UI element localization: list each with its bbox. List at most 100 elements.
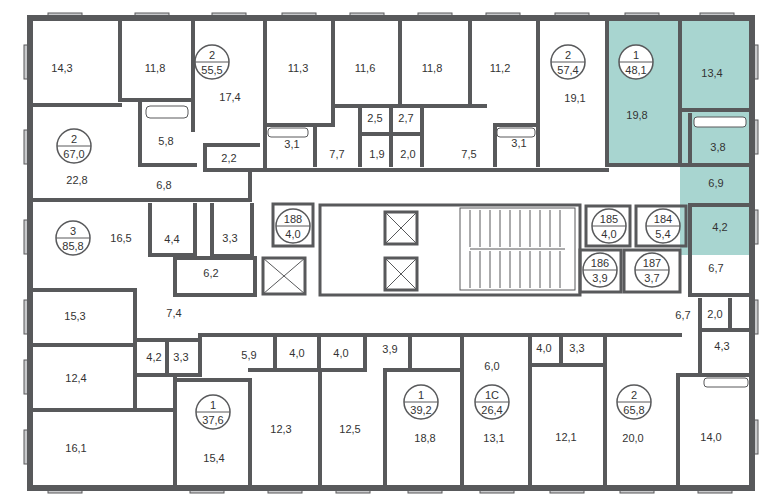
apartment-area: 48,1 bbox=[625, 64, 646, 76]
badge-divider bbox=[583, 270, 617, 271]
apartment-rooms: 188 bbox=[284, 213, 302, 225]
room-area: 4,0 bbox=[333, 347, 348, 359]
room-area: 16,1 bbox=[65, 442, 86, 454]
room-area: 2,7 bbox=[398, 112, 413, 124]
badge-divider bbox=[196, 412, 230, 413]
room-area: 22,8 bbox=[66, 174, 87, 186]
room-area: 6,0 bbox=[484, 360, 499, 372]
walls bbox=[30, 18, 752, 488]
badge-outline bbox=[196, 395, 230, 429]
apartment-badge: 148,1 bbox=[618, 44, 654, 80]
room-area: 14,0 bbox=[700, 431, 721, 443]
apartment-rooms: 2 bbox=[71, 133, 77, 145]
apartment-area: 4,0 bbox=[601, 228, 616, 240]
apartment-rooms: 2 bbox=[565, 49, 571, 61]
apartment-rooms: 2 bbox=[631, 389, 637, 401]
fixtures bbox=[146, 106, 748, 387]
badge-outline bbox=[551, 45, 585, 79]
apartment-rooms: 187 bbox=[643, 257, 661, 269]
apartment-rooms: 3 bbox=[70, 225, 76, 237]
floor-ground bbox=[30, 18, 752, 488]
room-area: 6,8 bbox=[156, 179, 171, 191]
apartment-badge: 139,2 bbox=[403, 384, 439, 420]
room-area: 11,3 bbox=[288, 62, 309, 74]
windows bbox=[24, 13, 758, 493]
apartment-area: 4,0 bbox=[285, 228, 300, 240]
outer-wall bbox=[30, 18, 752, 488]
badge-outline bbox=[404, 385, 438, 419]
apartment-badge: 255,5 bbox=[194, 44, 230, 80]
room-area: 11,8 bbox=[422, 62, 443, 74]
badge-divider bbox=[646, 226, 680, 227]
room-area: 6,9 bbox=[708, 177, 723, 189]
apartment-badge: 1845,4 bbox=[645, 208, 681, 244]
badge-divider bbox=[276, 226, 310, 227]
room-area: 4,4 bbox=[164, 233, 179, 245]
room-area: 5,8 bbox=[158, 135, 173, 147]
apartment-area: 67,0 bbox=[63, 148, 84, 160]
badge-divider bbox=[617, 402, 651, 403]
room-area: 1,9 bbox=[369, 148, 384, 160]
badge-divider bbox=[56, 238, 90, 239]
apartment-rooms: 1С bbox=[485, 389, 499, 401]
room-area: 6,7 bbox=[708, 262, 723, 274]
room-area: 5,9 bbox=[241, 349, 256, 361]
room-area: 7,7 bbox=[329, 148, 344, 160]
apartment-area: 5,4 bbox=[655, 228, 670, 240]
badge-outline bbox=[583, 253, 617, 287]
badge-outline bbox=[592, 209, 626, 243]
room-area: 15,3 bbox=[64, 310, 85, 322]
apartment-badge: 1854,0 bbox=[591, 208, 627, 244]
core bbox=[263, 204, 686, 295]
room-area: 7,5 bbox=[461, 148, 476, 160]
apartment-rooms: 185 bbox=[600, 213, 618, 225]
badge-divider bbox=[404, 402, 438, 403]
apartment-badge: 1873,7 bbox=[634, 252, 670, 288]
badge-outline bbox=[195, 45, 229, 79]
apartment-rooms: 2 bbox=[209, 49, 215, 61]
room-area: 17,4 bbox=[219, 91, 240, 103]
room-area: 2,0 bbox=[707, 308, 722, 320]
apartment-area: 37,6 bbox=[202, 414, 223, 426]
room-area: 12,4 bbox=[65, 372, 86, 384]
room-area: 3,9 bbox=[382, 343, 397, 355]
badge-divider bbox=[592, 226, 626, 227]
room-area: 4,3 bbox=[714, 340, 729, 352]
badge-outline bbox=[57, 129, 91, 163]
badge-divider bbox=[551, 62, 585, 63]
room-area: 2,2 bbox=[221, 152, 236, 164]
room-area: 19,1 bbox=[564, 92, 585, 104]
room-area: 13,1 bbox=[483, 432, 504, 444]
room-area: 6,2 bbox=[203, 267, 218, 279]
badge-outline bbox=[56, 221, 90, 255]
room-area: 3,3 bbox=[222, 232, 237, 244]
room-area: 13,4 bbox=[701, 67, 722, 79]
room-area: 3,8 bbox=[710, 141, 725, 153]
badge-outline bbox=[619, 45, 653, 79]
room-area: 12,5 bbox=[339, 423, 360, 435]
room-area: 3,1 bbox=[511, 137, 526, 149]
room-area: 12,3 bbox=[270, 423, 291, 435]
apartment-rooms: 1 bbox=[210, 399, 216, 411]
badge-divider bbox=[57, 146, 91, 147]
badge-outline bbox=[635, 253, 669, 287]
apartment-badge: 265,8 bbox=[616, 384, 652, 420]
elevators-stairs bbox=[263, 208, 575, 294]
badge-outline bbox=[276, 209, 310, 243]
room-area: 6,7 bbox=[675, 309, 690, 321]
apartment-rooms: 184 bbox=[654, 213, 672, 225]
room-area: 2,0 bbox=[400, 148, 415, 160]
room-area: 4,0 bbox=[289, 347, 304, 359]
room-area: 7,4 bbox=[166, 307, 181, 319]
room-area: 4,2 bbox=[712, 221, 727, 233]
room-area: 4,2 bbox=[146, 351, 161, 363]
apartment-badge: 267,0 bbox=[56, 128, 92, 164]
room-area: 3,3 bbox=[173, 351, 188, 363]
room-area: 2,5 bbox=[367, 112, 382, 124]
apartment-badge: 257,4 bbox=[550, 44, 586, 80]
apartment-badge: 1884,0 bbox=[275, 208, 311, 244]
room-area: 11,6 bbox=[355, 62, 376, 74]
apartment-area: 3,9 bbox=[592, 272, 607, 284]
